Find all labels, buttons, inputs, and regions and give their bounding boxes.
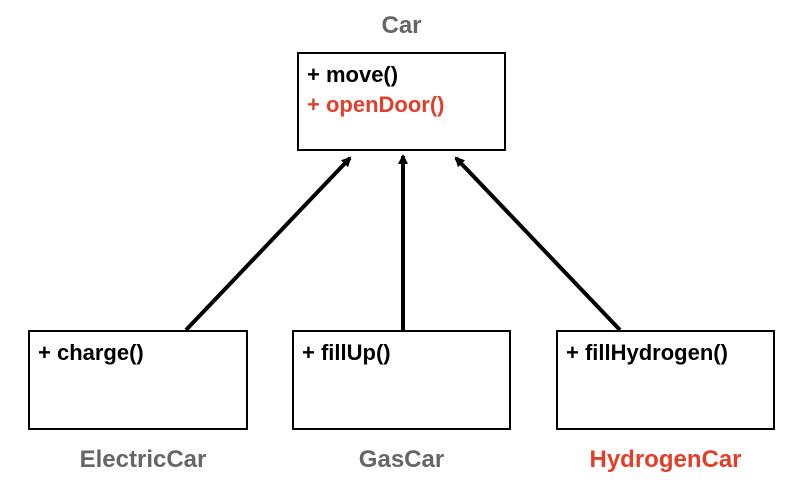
method-fill-up: + fillUp() — [302, 340, 391, 365]
method-fill-hydrogen: + fillHydrogen() — [566, 340, 728, 365]
class-box-hydrogen-car: + fillHydrogen() — [556, 330, 775, 430]
arrow-electriccar-to-car — [184, 156, 352, 332]
class-name-gas-car: GasCar — [358, 446, 445, 473]
class-box-gas-car: + fillUp() — [292, 330, 511, 430]
class-box-electric-car: + charge() — [28, 330, 248, 430]
method-move: + move() — [307, 62, 399, 87]
class-name-electric-car: ElectricCar — [79, 446, 207, 473]
method-charge: + charge() — [38, 340, 144, 365]
class-name-hydrogen-car: HydrogenCar — [589, 446, 742, 473]
method-open-door: + openDoor() — [307, 92, 445, 117]
class-name-car: Car — [381, 12, 422, 39]
arrow-hydrogencar-to-car — [454, 156, 622, 332]
class-box-car: + move() + openDoor() — [297, 52, 506, 151]
